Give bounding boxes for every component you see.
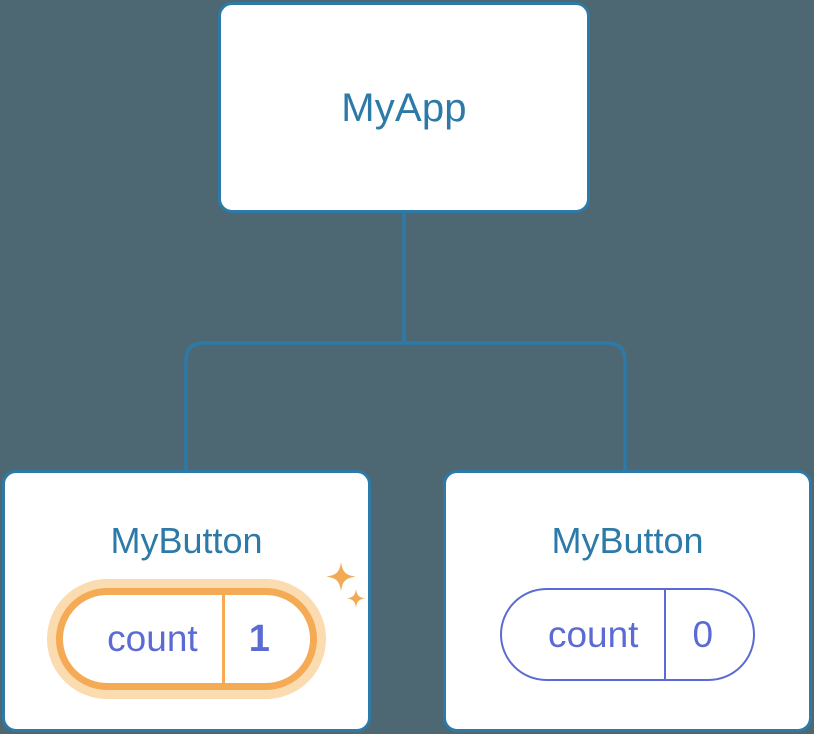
state-pill-divider-left: [221, 595, 225, 683]
sparkle-large-icon: [326, 562, 356, 592]
node-mybutton-right-label: MyButton: [551, 520, 704, 561]
state-key-left: count: [107, 618, 198, 659]
state-pill-divider-right: [664, 590, 667, 679]
sparkle-group: [326, 562, 366, 608]
state-value-right: 0: [692, 613, 714, 655]
state-value-left: 1: [248, 617, 270, 660]
node-myapp[interactable]: MyApp: [218, 2, 590, 213]
node-mybutton-left[interactable]: MyButton count 1: [2, 470, 371, 732]
node-mybutton-left-label: MyButton: [110, 520, 263, 561]
state-pill-highlighted[interactable]: count 1: [56, 588, 317, 690]
state-pill-plain[interactable]: count 0: [499, 588, 756, 681]
node-myapp-label: MyApp: [341, 85, 467, 130]
state-key-right: count: [547, 613, 639, 655]
state-pill-wrapper-right: count 0: [499, 588, 756, 681]
sparkle-small-icon: [346, 589, 366, 608]
state-pill-wrapper-left: count 1: [56, 562, 366, 690]
node-mybutton-right[interactable]: MyButton count 0: [443, 470, 812, 732]
connector-branch-left: [184, 341, 404, 472]
connector-branch-right: [404, 341, 627, 472]
